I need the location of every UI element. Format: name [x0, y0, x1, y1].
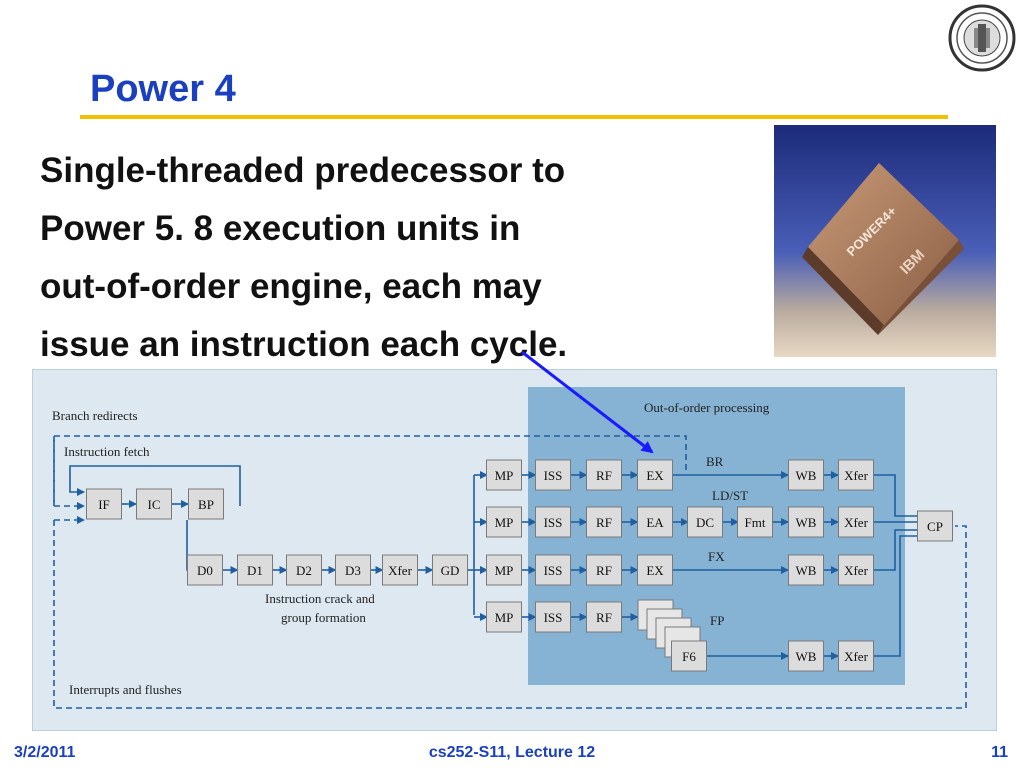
stage-mp: MP [486, 601, 522, 633]
body-line: out-of-order engine, each may [40, 267, 542, 306]
stage-rf: RF [586, 459, 622, 491]
title-underline [80, 115, 948, 119]
stage-bp: BP [188, 488, 224, 520]
svg-text:RF: RF [596, 515, 612, 530]
svg-text:RF: RF [596, 563, 612, 578]
svg-text:Xfer: Xfer [844, 563, 868, 578]
stage-ex: EX [637, 554, 673, 586]
stage-wb: WB [788, 459, 824, 491]
stage-f6: F6 [671, 640, 707, 672]
svg-text:CP: CP [927, 519, 943, 534]
svg-text:D3: D3 [345, 563, 361, 578]
stage-iss: ISS [535, 601, 571, 633]
stage-ex: EX [637, 459, 673, 491]
stage-d0: D0 [187, 554, 223, 586]
footer-date: 3/2/2011 [14, 744, 76, 761]
stage-cp: CP [917, 510, 953, 542]
stage-mp: MP [486, 506, 522, 538]
chip-photo: POWER4+ IBM [774, 125, 996, 357]
label-out-of-order: Out-of-order processing [644, 400, 770, 415]
label-crack-1: Instruction crack and [265, 591, 375, 606]
svg-text:MP: MP [495, 515, 514, 530]
stage-iss: ISS [535, 554, 571, 586]
slide-title: Power 4 [90, 68, 236, 110]
label-fx: FX [708, 549, 725, 564]
university-seal-icon [948, 4, 1016, 72]
stage-gd: GD [432, 554, 468, 586]
svg-text:ISS: ISS [544, 468, 563, 483]
stage-rf: RF [586, 506, 622, 538]
svg-text:ISS: ISS [544, 610, 563, 625]
svg-text:MP: MP [495, 563, 514, 578]
label-crack-2: group formation [281, 610, 366, 625]
svg-text:RF: RF [596, 468, 612, 483]
svg-text:BP: BP [198, 497, 214, 512]
label-br: BR [706, 454, 724, 469]
svg-text:WB: WB [796, 649, 817, 664]
stage-fmt: Fmt [737, 506, 773, 538]
svg-text:WB: WB [796, 468, 817, 483]
svg-text:F6: F6 [682, 649, 696, 664]
stage-rf: RF [586, 601, 622, 633]
svg-text:Xfer: Xfer [844, 515, 868, 530]
svg-text:MP: MP [495, 610, 514, 625]
label-branch-redirects: Branch redirects [52, 408, 138, 423]
stage-iss: ISS [535, 459, 571, 491]
body-line: Power 5. 8 execution units in [40, 209, 521, 248]
stage-wb: WB [788, 640, 824, 672]
label-interrupts: Interrupts and flushes [69, 682, 182, 697]
svg-text:WB: WB [796, 563, 817, 578]
label-ldst: LD/ST [712, 488, 748, 503]
stage-wb: WB [788, 554, 824, 586]
svg-text:EA: EA [646, 515, 664, 530]
stage-d1: D1 [237, 554, 273, 586]
svg-text:GD: GD [441, 563, 460, 578]
stage-wb: WB [788, 506, 824, 538]
stage-mp: MP [486, 554, 522, 586]
body-text: Single-threaded predecessor to Power 5. … [40, 142, 760, 374]
stage-d2: D2 [286, 554, 322, 586]
svg-text:D1: D1 [247, 563, 263, 578]
stage-if: IF [86, 488, 122, 520]
svg-text:D0: D0 [197, 563, 213, 578]
stage-xfer: Xfer [838, 459, 874, 491]
svg-text:Xfer: Xfer [844, 649, 868, 664]
label-fp: FP [710, 613, 724, 628]
svg-text:ISS: ISS [544, 515, 563, 530]
footer-page: 11 [991, 744, 1008, 761]
stage-xfer: Xfer [382, 554, 418, 586]
stage-xfer: Xfer [838, 640, 874, 672]
stage-mp: MP [486, 459, 522, 491]
stage-iss: ISS [535, 506, 571, 538]
svg-text:WB: WB [796, 515, 817, 530]
label-instruction-fetch: Instruction fetch [64, 444, 150, 459]
stage-rf: RF [586, 554, 622, 586]
body-line: Single-threaded predecessor to [40, 151, 566, 190]
svg-text:RF: RF [596, 610, 612, 625]
footer-course: cs252-S11, Lecture 12 [428, 744, 596, 761]
svg-text:IC: IC [148, 497, 161, 512]
stage-ea: EA [637, 506, 673, 538]
stage-xfer: Xfer [838, 554, 874, 586]
svg-text:D2: D2 [296, 563, 312, 578]
svg-text:EX: EX [646, 563, 664, 578]
stage-xfer: Xfer [838, 506, 874, 538]
stage-d3: D3 [335, 554, 371, 586]
stage-dc: DC [687, 506, 723, 538]
svg-text:MP: MP [495, 468, 514, 483]
stage-ic: IC [136, 488, 172, 520]
svg-text:Fmt: Fmt [745, 515, 766, 530]
svg-text:ISS: ISS [544, 563, 563, 578]
svg-text:Xfer: Xfer [388, 563, 412, 578]
svg-text:DC: DC [696, 515, 714, 530]
svg-text:IF: IF [98, 497, 110, 512]
body-line: issue an instruction each cycle. [40, 325, 568, 364]
svg-text:EX: EX [646, 468, 664, 483]
svg-text:Xfer: Xfer [844, 468, 868, 483]
